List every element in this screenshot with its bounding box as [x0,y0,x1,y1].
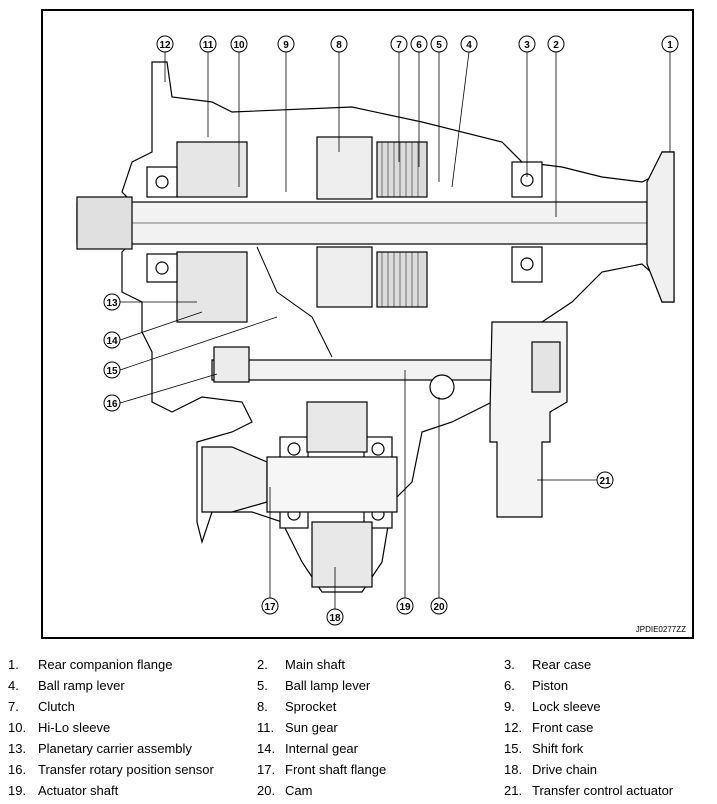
legend-number: 7. [8,699,19,714]
legend-number: 10. [8,720,27,735]
legend-number: 11. [257,720,275,735]
callout-4: 4 [466,40,472,51]
legend-number: 21. [504,783,523,798]
clutch-pack [376,141,428,198]
legend-number: 15. [504,741,523,756]
callout-13: 13 [106,298,118,309]
legend-label: Actuator shaft [38,783,119,798]
callout-11: 11 [203,40,214,51]
callout-3: 3 [524,40,530,51]
legend-label: Clutch [38,699,75,714]
callout-2: 2 [553,40,559,51]
shift-fork-drawing [256,246,333,358]
legend-number: 18. [504,762,523,777]
cutaway-drawing: 1 2 3 4 5 6 7 8 9 10 11 12 13 14 15 16 1… [76,35,679,626]
rear-companion-flange [646,151,675,303]
legend-number: 20. [257,783,276,798]
legend-label: Hi-Lo sleeve [38,720,111,735]
callout-12: 12 [159,40,171,51]
legend-label: Ball lamp lever [285,678,371,693]
legend-row: 1. Rear companion flange 2. Main shaft 3… [0,657,717,677]
legend-label: Cam [285,783,313,798]
callout-17: 17 [264,602,276,613]
legend-label: Sprocket [285,699,337,714]
legend-row: 13. Planetary carrier assembly 14. Inter… [0,741,717,761]
legend-label: Sun gear [285,720,338,735]
callout-10: 10 [233,40,245,51]
legend-number: 13. [8,741,27,756]
legend-number: 19. [8,783,27,798]
housing-outline [121,61,675,593]
callout-8: 8 [336,40,342,51]
cam-drawing [429,374,455,400]
callout-15: 15 [106,366,118,377]
callout-6: 6 [416,40,422,51]
input-spline [76,196,133,250]
front-shaft-flange [201,446,268,513]
legend-number: 16. [8,762,27,777]
legend-number: 12. [504,720,523,735]
legend-number: 14. [257,741,276,756]
callout-19: 19 [399,602,411,613]
legend-row: 10. Hi-Lo sleeve 11. Sun gear 12. Front … [0,720,717,740]
legend-label: Rear case [532,657,592,672]
legend-label: Planetary carrier assembly [38,741,192,756]
legend-row: 19. Actuator shaft 20. Cam 21. Transfer … [0,783,717,803]
actuator-shaft-drawing [211,359,503,381]
legend-number: 1. [8,657,19,672]
legend-number: 5. [257,678,268,693]
legend-label: Main shaft [285,657,345,672]
legend-number: 9. [504,699,515,714]
callout-16: 16 [106,399,118,410]
drive-chain-drawing [311,521,373,588]
legend-label: Transfer rotary position sensor [38,762,214,777]
legend-number: 3. [504,657,515,672]
callout-18: 18 [329,613,341,624]
legend-label: Front shaft flange [285,762,387,777]
figure-reference-code: JPDIE0277ZZ [635,625,686,634]
legend-row: 16. Transfer rotary position sensor 17. … [0,762,717,782]
legend-number: 4. [8,678,19,693]
legend-label: Rear companion flange [38,657,173,672]
legend-number: 6. [504,678,515,693]
callout-14: 14 [106,336,118,347]
legend-label: Shift fork [532,741,584,756]
callout-1: 1 [667,40,673,51]
callout-21: 21 [599,476,611,487]
callout-9: 9 [283,40,289,51]
transfer-cross-section-diagram: 1 2 3 4 5 6 7 8 9 10 11 12 13 14 15 16 1… [41,9,694,639]
callout-7: 7 [396,40,402,51]
legend-number: 8. [257,699,268,714]
legend-label: Front case [532,720,594,735]
legend-number: 2. [257,657,268,672]
callout-20: 20 [433,602,445,613]
legend-label: Piston [532,678,569,693]
legend-number: 17. [257,762,276,777]
position-sensor-drawing [213,346,250,383]
planetary-gearset [176,141,248,198]
legend-row: 4. Ball ramp lever 5. Ball lamp lever 6.… [0,678,717,698]
legend-label: Internal gear [285,741,358,756]
legend-label: Drive chain [532,762,598,777]
legend-label: Transfer control actuator [532,783,674,798]
legend-row: 7. Clutch 8. Sprocket 9. Lock sleeve [0,699,717,719]
legend-label: Lock sleeve [532,699,601,714]
legend-label: Ball ramp lever [38,678,125,693]
sprocket-drawing [316,136,373,200]
callout-5: 5 [436,40,442,51]
